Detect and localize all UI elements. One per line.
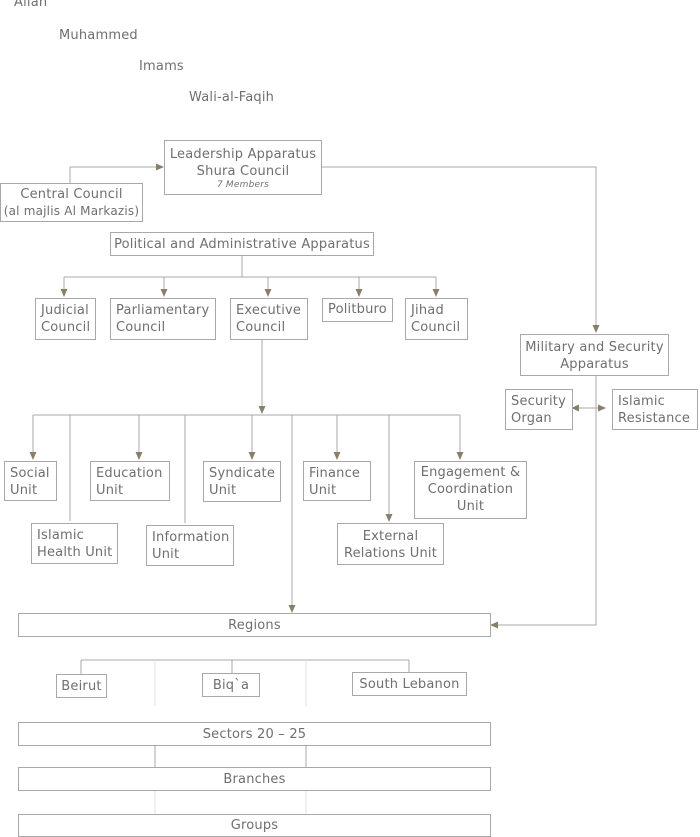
syndicate-unit-box: Syndicate Unit xyxy=(203,461,281,502)
leadership-apparatus-box: Leadership Apparatus Shura Council 7 Mem… xyxy=(164,140,322,195)
hierarchy-muhammed: Muhammed xyxy=(59,28,138,43)
central-council-line2: (al majlis Al Markazis) xyxy=(3,204,140,218)
education-unit-line2: Unit xyxy=(96,483,124,498)
parliamentary-council-line2: Council xyxy=(116,320,166,335)
engagement-coordination-unit-box: Engagement & Coordination Unit xyxy=(414,461,527,519)
leadership-line3: 7 Members xyxy=(216,180,270,190)
security-organ-line1: Security xyxy=(511,394,566,409)
external-relations-unit-box: External Relations Unit xyxy=(337,523,444,565)
judicial-council-line1: Judicial xyxy=(41,303,89,318)
groups-label: Groups xyxy=(230,818,279,833)
judicial-council-line2: Council xyxy=(41,320,91,335)
regions-box: Regions xyxy=(18,613,491,637)
branches-label: Branches xyxy=(223,772,286,787)
information-unit-box: Information Unit xyxy=(146,525,234,566)
military-line1: Military and Security xyxy=(525,340,664,355)
islamic-resistance-line2: Resistance xyxy=(618,411,691,426)
sectors-box: Sectors 20 – 25 xyxy=(18,722,491,746)
central-council-box: Central Council (al majlis Al Markazis) xyxy=(0,183,143,222)
islamic-resistance-box: Islamic Resistance xyxy=(612,389,698,430)
islamic-resistance-line1: Islamic xyxy=(618,394,666,409)
region-beirut-box: Beirut xyxy=(56,674,107,698)
engagement-line2: Coordination xyxy=(427,482,514,497)
hierarchy-wali-al-faqih: Wali-al-Faqih xyxy=(189,90,275,105)
leadership-line2: Shura Council xyxy=(196,164,290,179)
executive-council-line2: Council xyxy=(236,320,286,335)
branches-box: Branches xyxy=(18,767,491,791)
education-unit-line1: Education xyxy=(96,466,163,481)
social-unit-line2: Unit xyxy=(10,483,38,498)
finance-unit-line2: Unit xyxy=(309,483,337,498)
security-organ-box: Security Organ xyxy=(505,389,573,430)
jihad-council-line1: Jihad xyxy=(411,303,444,318)
engagement-line1: Engagement & xyxy=(420,465,521,480)
islamic-health-line1: Islamic xyxy=(37,528,85,543)
information-unit-line1: Information xyxy=(152,530,230,545)
military-line2: Apparatus xyxy=(560,357,629,372)
central-council-line1: Central Council xyxy=(20,187,123,202)
education-unit-box: Education Unit xyxy=(90,461,170,501)
central-to-leadership-arrow xyxy=(69,163,164,183)
external-relations-line2: Relations Unit xyxy=(343,546,438,561)
hierarchy-imams: Imams xyxy=(139,59,184,74)
finance-unit-box: Finance Unit xyxy=(303,461,371,501)
executive-council-line1: Executive xyxy=(236,303,302,318)
syndicate-unit-line1: Syndicate xyxy=(209,466,276,481)
jihad-council-box: Jihad Council xyxy=(405,298,468,340)
external-relations-line1: External xyxy=(362,529,419,544)
social-unit-line1: Social xyxy=(10,466,50,481)
hierarchy-allah: Allah xyxy=(14,0,48,10)
executive-council-box: Executive Council xyxy=(230,298,308,340)
regions-label: Regions xyxy=(228,618,281,633)
islamic-health-line2: Health Unit xyxy=(37,545,113,560)
politburo-label: Politburo xyxy=(328,302,387,317)
parliamentary-council-box: Parliamentary Council xyxy=(110,298,216,340)
judicial-council-box: Judicial Council xyxy=(35,298,96,340)
finance-unit-line1: Finance xyxy=(309,466,361,481)
groups-box: Groups xyxy=(18,814,491,837)
islamic-health-unit-box: Islamic Health Unit xyxy=(31,523,118,564)
political-administrative-box: Political and Administrative Apparatus xyxy=(110,232,374,256)
syndicate-unit-line2: Unit xyxy=(209,483,237,498)
sectors-label: Sectors 20 – 25 xyxy=(202,727,307,742)
leadership-line1: Leadership Apparatus xyxy=(169,147,317,162)
political-administrative-label: Political and Administrative Apparatus xyxy=(114,237,370,252)
region-south-lebanon-box: South Lebanon xyxy=(352,672,467,696)
politburo-box: Politburo xyxy=(322,298,393,322)
jihad-council-line2: Council xyxy=(411,320,461,335)
engagement-line3: Unit xyxy=(456,499,485,514)
military-security-box: Military and Security Apparatus xyxy=(520,334,669,376)
information-unit-line2: Unit xyxy=(152,547,180,562)
region-beirut-label: Beirut xyxy=(61,679,102,694)
social-unit-box: Social Unit xyxy=(4,461,57,501)
region-biqa-label: Biq`a xyxy=(212,678,250,693)
region-south-lebanon-label: South Lebanon xyxy=(359,677,460,692)
parliamentary-council-line1: Parliamentary xyxy=(116,303,210,318)
region-biqa-box: Biq`a xyxy=(202,673,260,697)
security-organ-line2: Organ xyxy=(511,411,552,426)
